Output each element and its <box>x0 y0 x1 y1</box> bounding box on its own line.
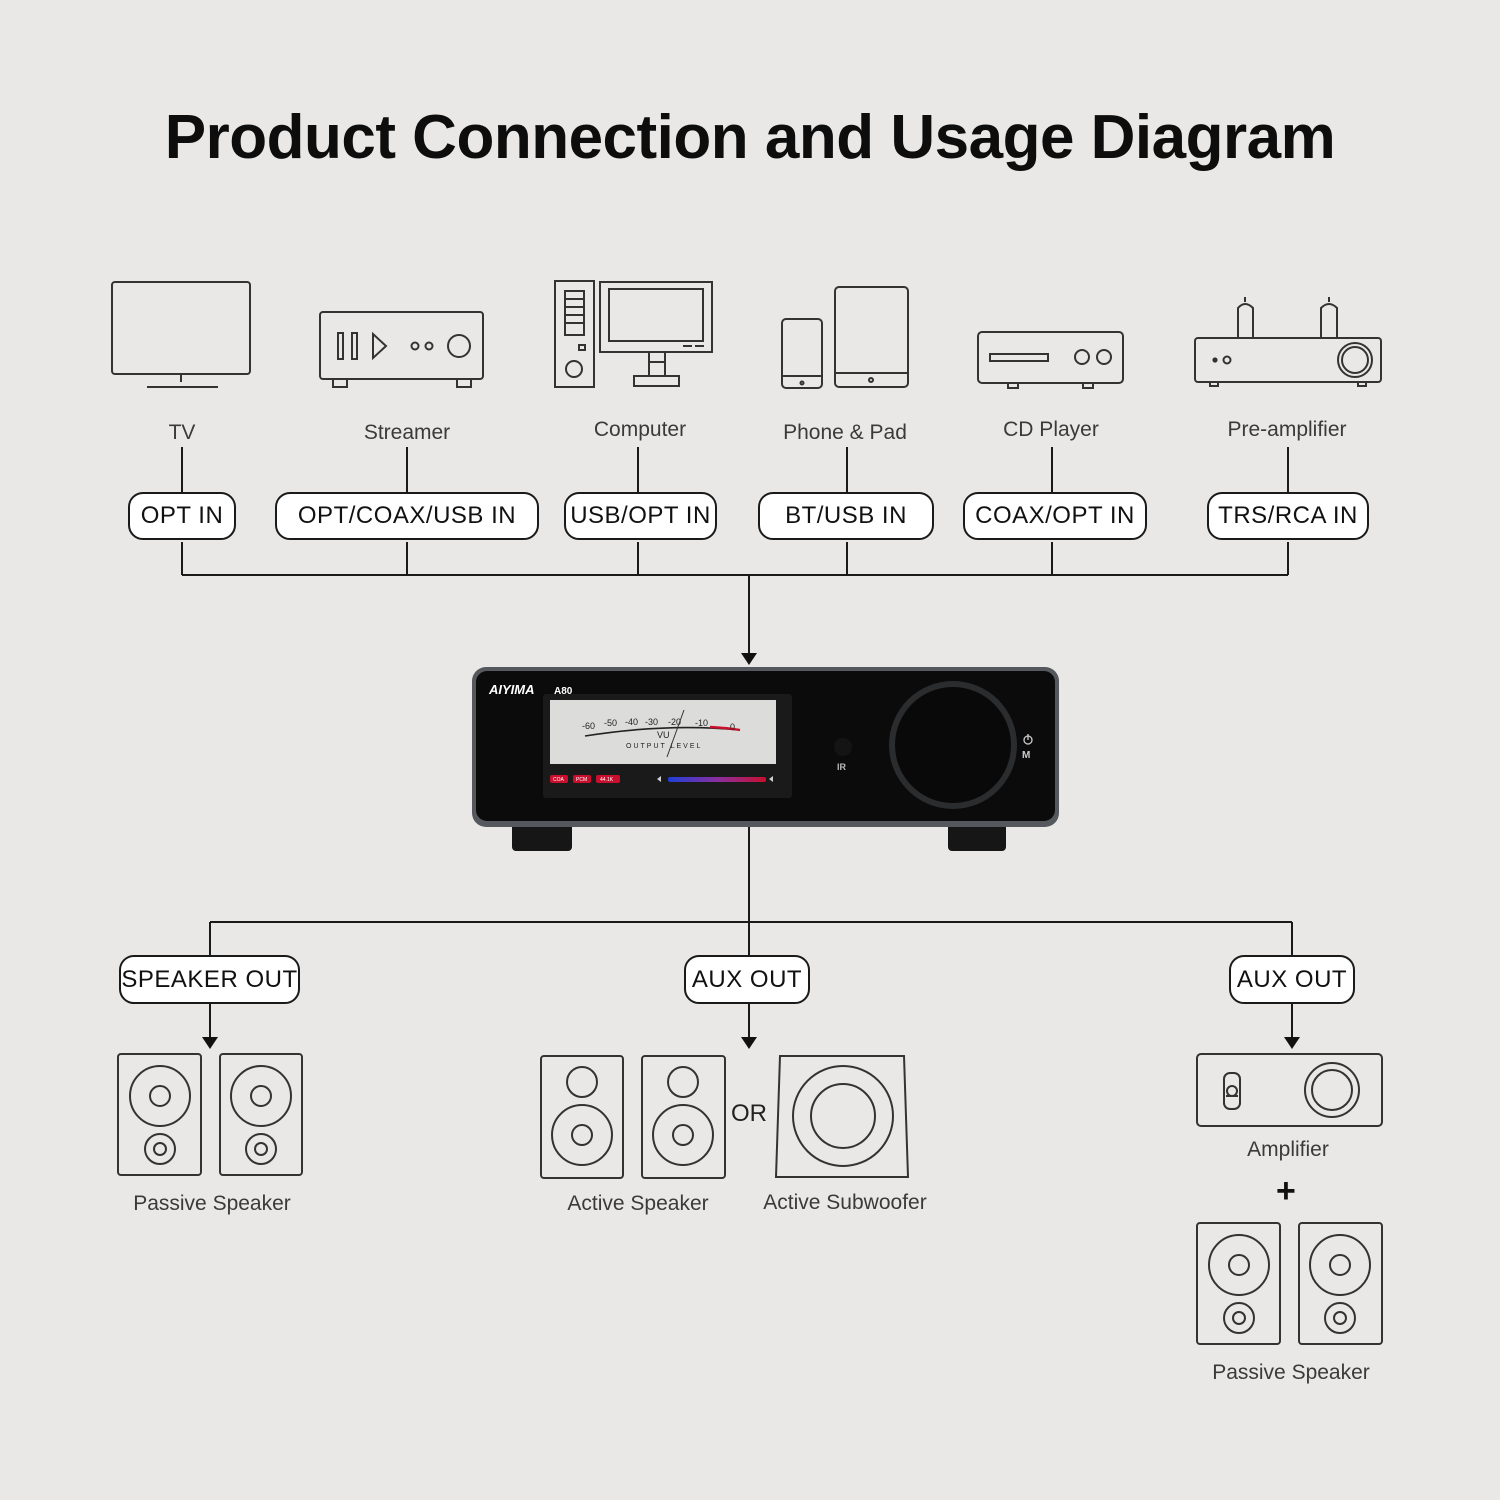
arrow-down-icon <box>202 1037 218 1049</box>
volume-low-icon <box>657 776 661 782</box>
arrow-down-icon <box>1284 1037 1300 1049</box>
label-passive-speaker: Passive Speaker <box>133 1192 291 1215</box>
vu-scale-labels: -60 -50 -40 -30 -20 -10 0 VU OUTPUT LEVE… <box>582 717 735 750</box>
active-speaker-icon <box>540 1055 726 1179</box>
port-bt-usb-in: BT/USB IN <box>758 492 934 540</box>
label-passive-speaker: Passive Speaker <box>1212 1361 1370 1384</box>
status-badge: PCM <box>576 777 587 783</box>
device-label-cd-player: CD Player <box>1003 418 1099 441</box>
computer-icon <box>554 280 713 388</box>
m-button-label: M <box>1022 750 1030 761</box>
plus-icon: + <box>1276 1172 1296 1210</box>
cd-player-icon <box>977 331 1124 389</box>
model-label: A80 <box>554 686 573 697</box>
device-label-tv: TV <box>168 421 196 444</box>
vu-tick-label: -60 <box>582 721 595 731</box>
ir-sensor <box>834 738 852 756</box>
port-trs-rca-in: TRS/RCA IN <box>1207 492 1369 540</box>
vu-tick-label: -40 <box>625 717 638 727</box>
port-opt-in: OPT IN <box>128 492 236 540</box>
device-label-preamplifier: Pre-amplifier <box>1227 418 1347 441</box>
streamer-icon <box>319 311 484 388</box>
ir-label: IR <box>837 762 847 772</box>
vu-label: VU <box>657 730 670 740</box>
amplifier-device: AIYIMA A80 -60 -50 -40 -30 -20 -10 0 VU … <box>472 667 1059 851</box>
tv-icon <box>111 281 251 388</box>
vu-needle <box>666 709 685 758</box>
port-coax-opt-in: COAX/OPT IN <box>963 492 1147 540</box>
vu-tick-label: 0 <box>730 722 735 732</box>
status-badge: COA <box>553 777 565 783</box>
port-usb-opt-in: USB/OPT IN <box>564 492 717 540</box>
output-connector-lines <box>209 826 1293 1038</box>
or-label: OR <box>731 1100 767 1127</box>
volume-high-icon <box>769 776 773 782</box>
active-subwoofer-icon <box>774 1055 910 1178</box>
vu-tick-label: -50 <box>604 718 617 728</box>
port-speaker-out: SPEAKER OUT <box>119 955 300 1004</box>
label-active-speaker: Active Speaker <box>567 1192 709 1215</box>
page-title: Product Connection and Usage Diagram <box>164 103 1336 172</box>
port-opt-coax-usb-in: OPT/COAX/USB IN <box>275 492 539 540</box>
vu-tick-label: -20 <box>668 717 681 727</box>
preamplifier-icon <box>1194 297 1382 387</box>
device-label-streamer: Streamer <box>363 421 451 444</box>
device-label-phone-pad: Phone & Pad <box>783 421 907 444</box>
status-badge: 44.1K <box>600 777 614 783</box>
label-active-subwoofer: Active Subwoofer <box>763 1191 927 1214</box>
status-badges: COA PCM 44.1K <box>550 775 620 783</box>
device-label-computer: Computer <box>593 418 687 441</box>
arrow-down-icon <box>741 1037 757 1049</box>
vu-tick-label: -10 <box>695 718 708 728</box>
vu-caption: OUTPUT LEVEL <box>626 743 702 750</box>
port-aux-out: AUX OUT <box>1229 955 1355 1004</box>
vu-meter-panel <box>550 700 776 764</box>
source-connector-lines <box>181 447 1289 654</box>
vu-tick-label: -30 <box>645 717 658 727</box>
amplifier-icon <box>1196 1053 1383 1127</box>
passive-speaker-icon <box>117 1053 303 1176</box>
brand-logo: AIYIMA <box>488 682 535 697</box>
passive-speaker-icon <box>1196 1222 1383 1345</box>
input-arrow-icon <box>741 653 757 665</box>
phone-pad-icon <box>781 286 909 389</box>
label-amplifier: Amplifier <box>1247 1138 1329 1161</box>
volume-bar <box>668 777 766 782</box>
port-aux-out: AUX OUT <box>684 955 810 1004</box>
